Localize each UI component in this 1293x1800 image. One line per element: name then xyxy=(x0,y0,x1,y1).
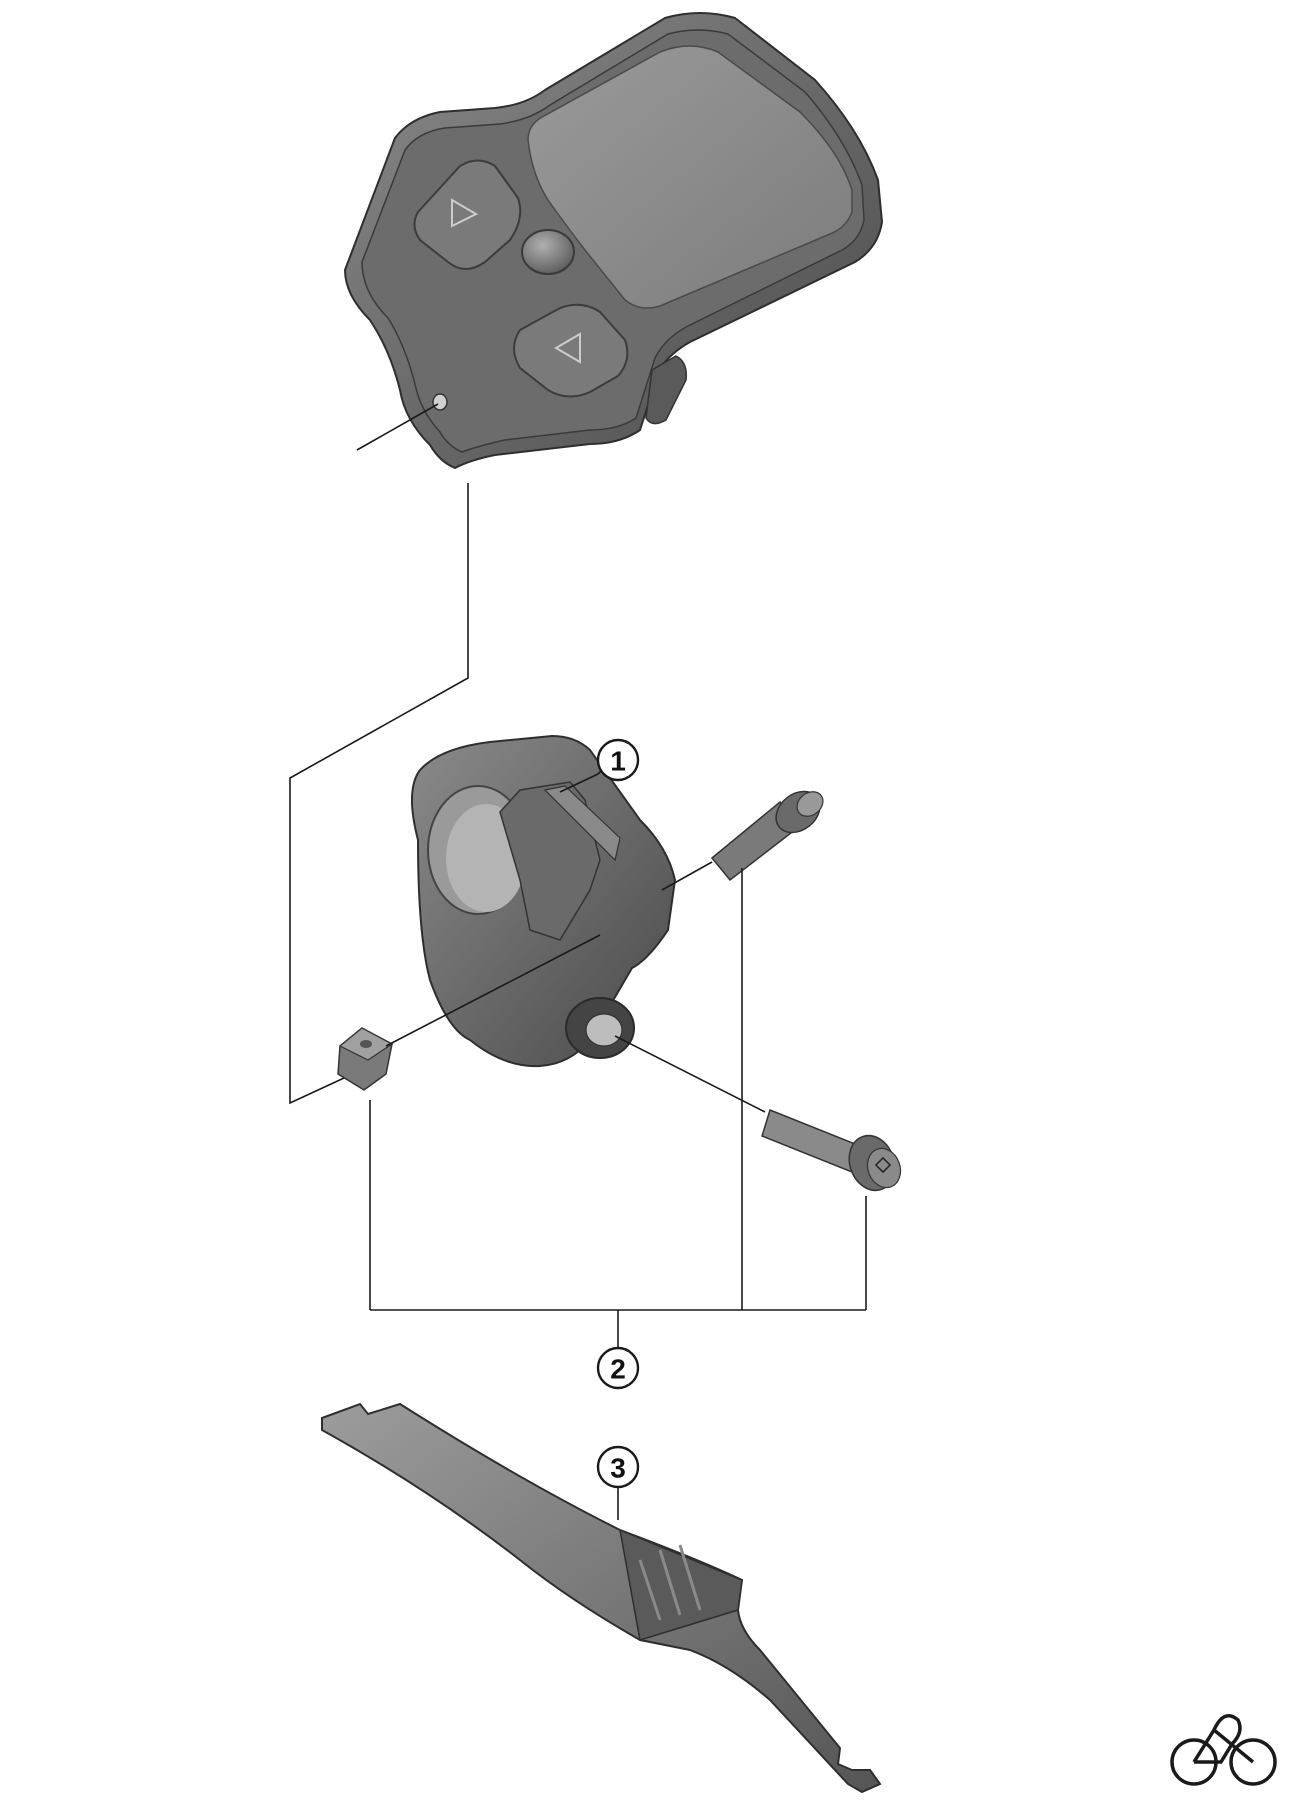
mounting-clamp-icon xyxy=(410,734,677,1068)
leader-lines xyxy=(289,403,867,1520)
tool-icon xyxy=(321,1402,882,1794)
clamp-bolt-icon xyxy=(761,1109,902,1192)
callout-1-number: 1 xyxy=(610,746,626,777)
callout-2: 2 xyxy=(596,1346,640,1390)
callout-1: 1 xyxy=(596,738,640,782)
square-nut-icon xyxy=(337,1027,394,1091)
callout-3-number: 3 xyxy=(610,1453,626,1484)
callout-3: 3 xyxy=(596,1445,640,1489)
display-unit-icon xyxy=(343,12,884,470)
callout-2-number: 2 xyxy=(610,1354,626,1385)
bicycle-logo-icon xyxy=(1170,1714,1277,1786)
clamp-bolt-icon xyxy=(710,790,824,882)
